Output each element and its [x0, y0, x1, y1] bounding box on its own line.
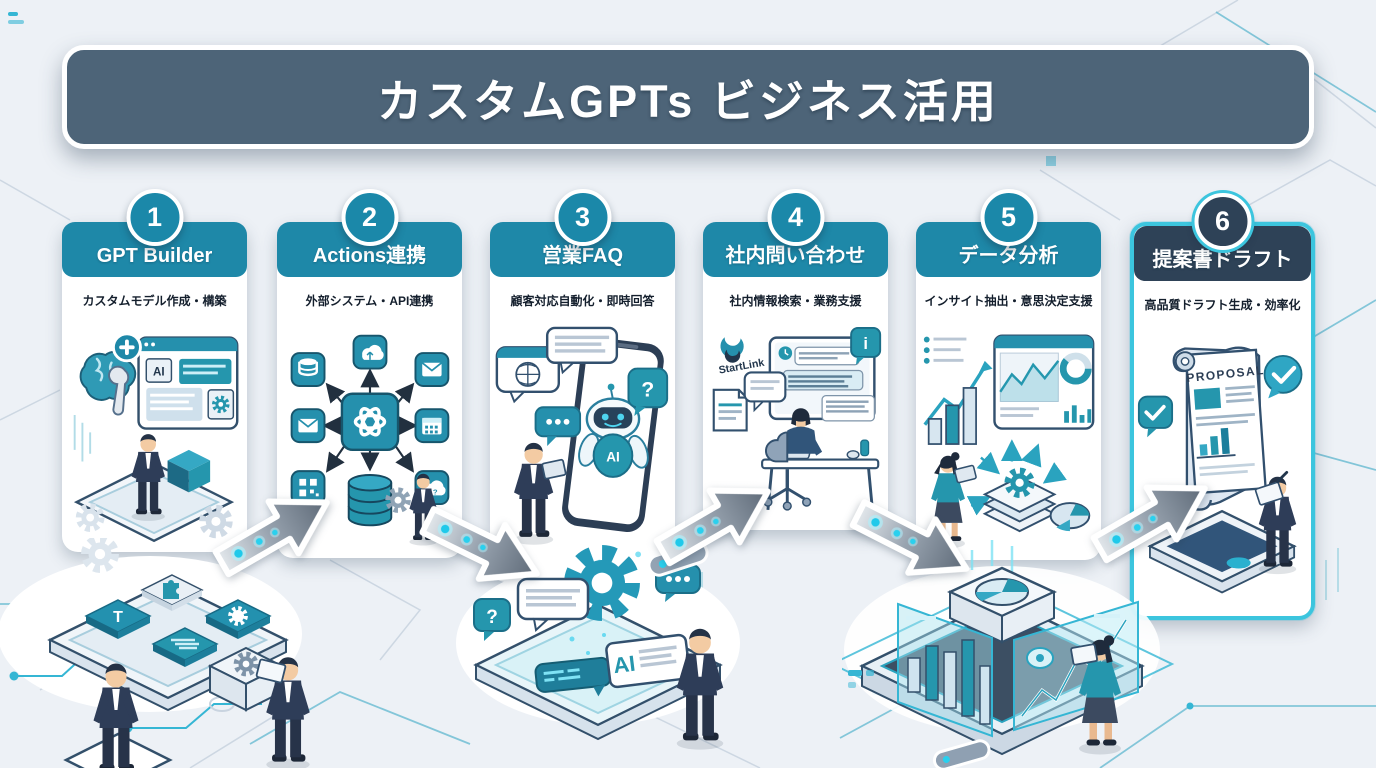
wrench-icon — [108, 365, 130, 416]
step-subtitle: 高品質ドラフト生成・効率化 — [1144, 297, 1301, 312]
team-member-right — [255, 657, 310, 768]
startlink-logo: StartLink — [718, 337, 765, 377]
builder-team-scene: T — [0, 538, 310, 768]
step-subtitle: 顧客対応自動化・即時回答 — [510, 293, 655, 308]
ai-window-icon: AI — [137, 336, 239, 430]
actions-hub-illustration: ? — [280, 326, 459, 555]
step-card-sales-faq: 3 営業FAQ 顧客対応自動化・即時回答 AI — [490, 189, 675, 582]
step-card-data-analysis: 5 データ分析 インサイト抽出・意思決定支援 — [916, 189, 1101, 560]
chat-bubble-icon — [516, 577, 590, 632]
step-subtitle: 外部システム・API連携 — [305, 293, 434, 308]
speech-bubble-icon — [743, 371, 787, 413]
step-title: GPT Builder — [62, 222, 247, 277]
step-card-gpt-builder: 1 GPT Builder カスタムモデル作成・構築 AI — [62, 189, 247, 552]
gpt-hub-icon — [340, 392, 400, 452]
question-bubble-icon: ? — [627, 367, 669, 416]
ai-card-icon: AI — [605, 633, 691, 689]
typing-bubble-icon — [655, 564, 701, 602]
svg-text:i: i — [863, 335, 868, 353]
step-number-badge: 3 — [554, 189, 611, 246]
checklist-icon — [923, 336, 967, 364]
step-subtitle: 社内情報検索・業務支援 — [729, 293, 862, 308]
writer — [1254, 470, 1297, 575]
analyst-with-tablet — [1070, 635, 1121, 755]
pie-chart-icon — [1049, 502, 1091, 532]
dashboard-icon — [993, 334, 1095, 430]
step-number-badge: 1 — [126, 189, 183, 246]
monitor-icon — [768, 336, 876, 422]
question-bubble-icon: ? — [473, 598, 511, 641]
faq-chatbot-illustration: AI ? — [493, 326, 672, 579]
svg-text:AI: AI — [612, 651, 637, 678]
step-subtitle: インサイト抽出・意思決定支援 — [924, 293, 1093, 308]
check-bubble-icon — [1263, 354, 1303, 399]
data-stack-icon — [982, 471, 1057, 533]
check-bubble-icon — [1137, 395, 1174, 438]
svg-text:?: ? — [433, 487, 438, 496]
document-icon — [712, 388, 748, 432]
step-number-badge: 4 — [767, 189, 824, 246]
svg-text:T: T — [113, 609, 123, 626]
chat-bubble-icon — [545, 326, 619, 375]
internal-inquiry-illustration: StartLink — [706, 326, 885, 527]
pen-icon — [1276, 470, 1289, 483]
step-card-proposal-draft: 6 提案書ドラフト 高品質ドラフト生成・効率化 PROPOSAL — [1130, 193, 1315, 620]
svg-text:AI: AI — [606, 449, 620, 464]
page-title: カスタムGPTs ビジネス活用 — [377, 75, 999, 127]
holo-bar-chart — [897, 602, 993, 738]
step-card-internal-inquiry: 4 社内問い合わせ 社内情報検索・業務支援 StartLink — [703, 189, 888, 530]
step-number-badge: 5 — [980, 189, 1037, 246]
gpt-builder-illustration: AI — [65, 326, 244, 549]
globe-bubble-icon — [495, 346, 561, 404]
plus-icon — [111, 332, 142, 363]
office-worker — [779, 408, 823, 456]
clipboard-icon — [1254, 481, 1284, 506]
step-subtitle: カスタムモデル作成・構築 — [82, 293, 227, 308]
pie-cube-icon — [947, 566, 1057, 644]
svg-text:?: ? — [641, 378, 654, 402]
pedestal — [63, 732, 173, 768]
step-number-badge: 2 — [341, 189, 398, 246]
ai-robot-icon: AI — [578, 383, 649, 478]
growth-chart-icon — [923, 360, 993, 445]
svg-text:AI: AI — [153, 365, 165, 378]
module-tiles: T — [84, 574, 285, 712]
office-chair — [763, 431, 812, 511]
puzzle-icon — [163, 580, 179, 599]
tablet-icon — [954, 464, 977, 484]
proposal-scroll-icon: PROPOSAL — [1172, 346, 1267, 511]
svg-text:?: ? — [486, 607, 498, 628]
title-banner: カスタムGPTs ビジネス活用 — [62, 45, 1314, 149]
customer-with-tablet — [514, 442, 567, 545]
analytics-platform-scene — [842, 540, 1175, 768]
database-stack-icon — [347, 474, 393, 527]
capsule-device — [932, 739, 991, 768]
data-analysis-illustration — [919, 326, 1098, 557]
proposal-illustration: PROPOSAL — [1137, 330, 1308, 613]
step-number-badge: 6 — [1194, 193, 1251, 250]
